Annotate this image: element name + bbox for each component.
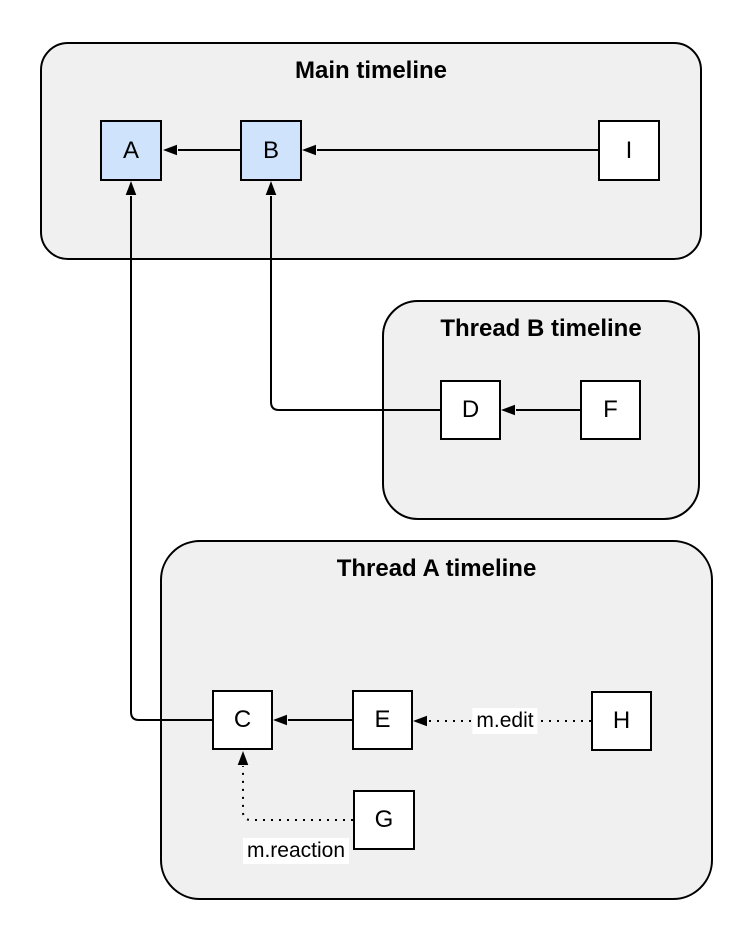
edge-label-m-reaction: m.reaction [242,838,350,864]
panel-thread-b-timeline-title: Thread B timeline [440,315,642,342]
node-g: G [353,790,415,850]
node-d: D [440,380,501,440]
panel-thread-b-timeline: Thread B timeline [382,300,700,520]
panel-main-timeline-title: Main timeline [294,57,448,84]
node-i: I [598,120,660,181]
edge-label-m-edit: m.edit [472,708,538,734]
node-h: H [591,691,652,751]
panel-thread-a-timeline-title: Thread A timeline [336,555,537,582]
node-c: C [212,690,273,750]
node-f: F [580,380,641,440]
node-a: A [100,120,162,181]
node-b: B [240,120,302,181]
node-e: E [352,690,413,750]
